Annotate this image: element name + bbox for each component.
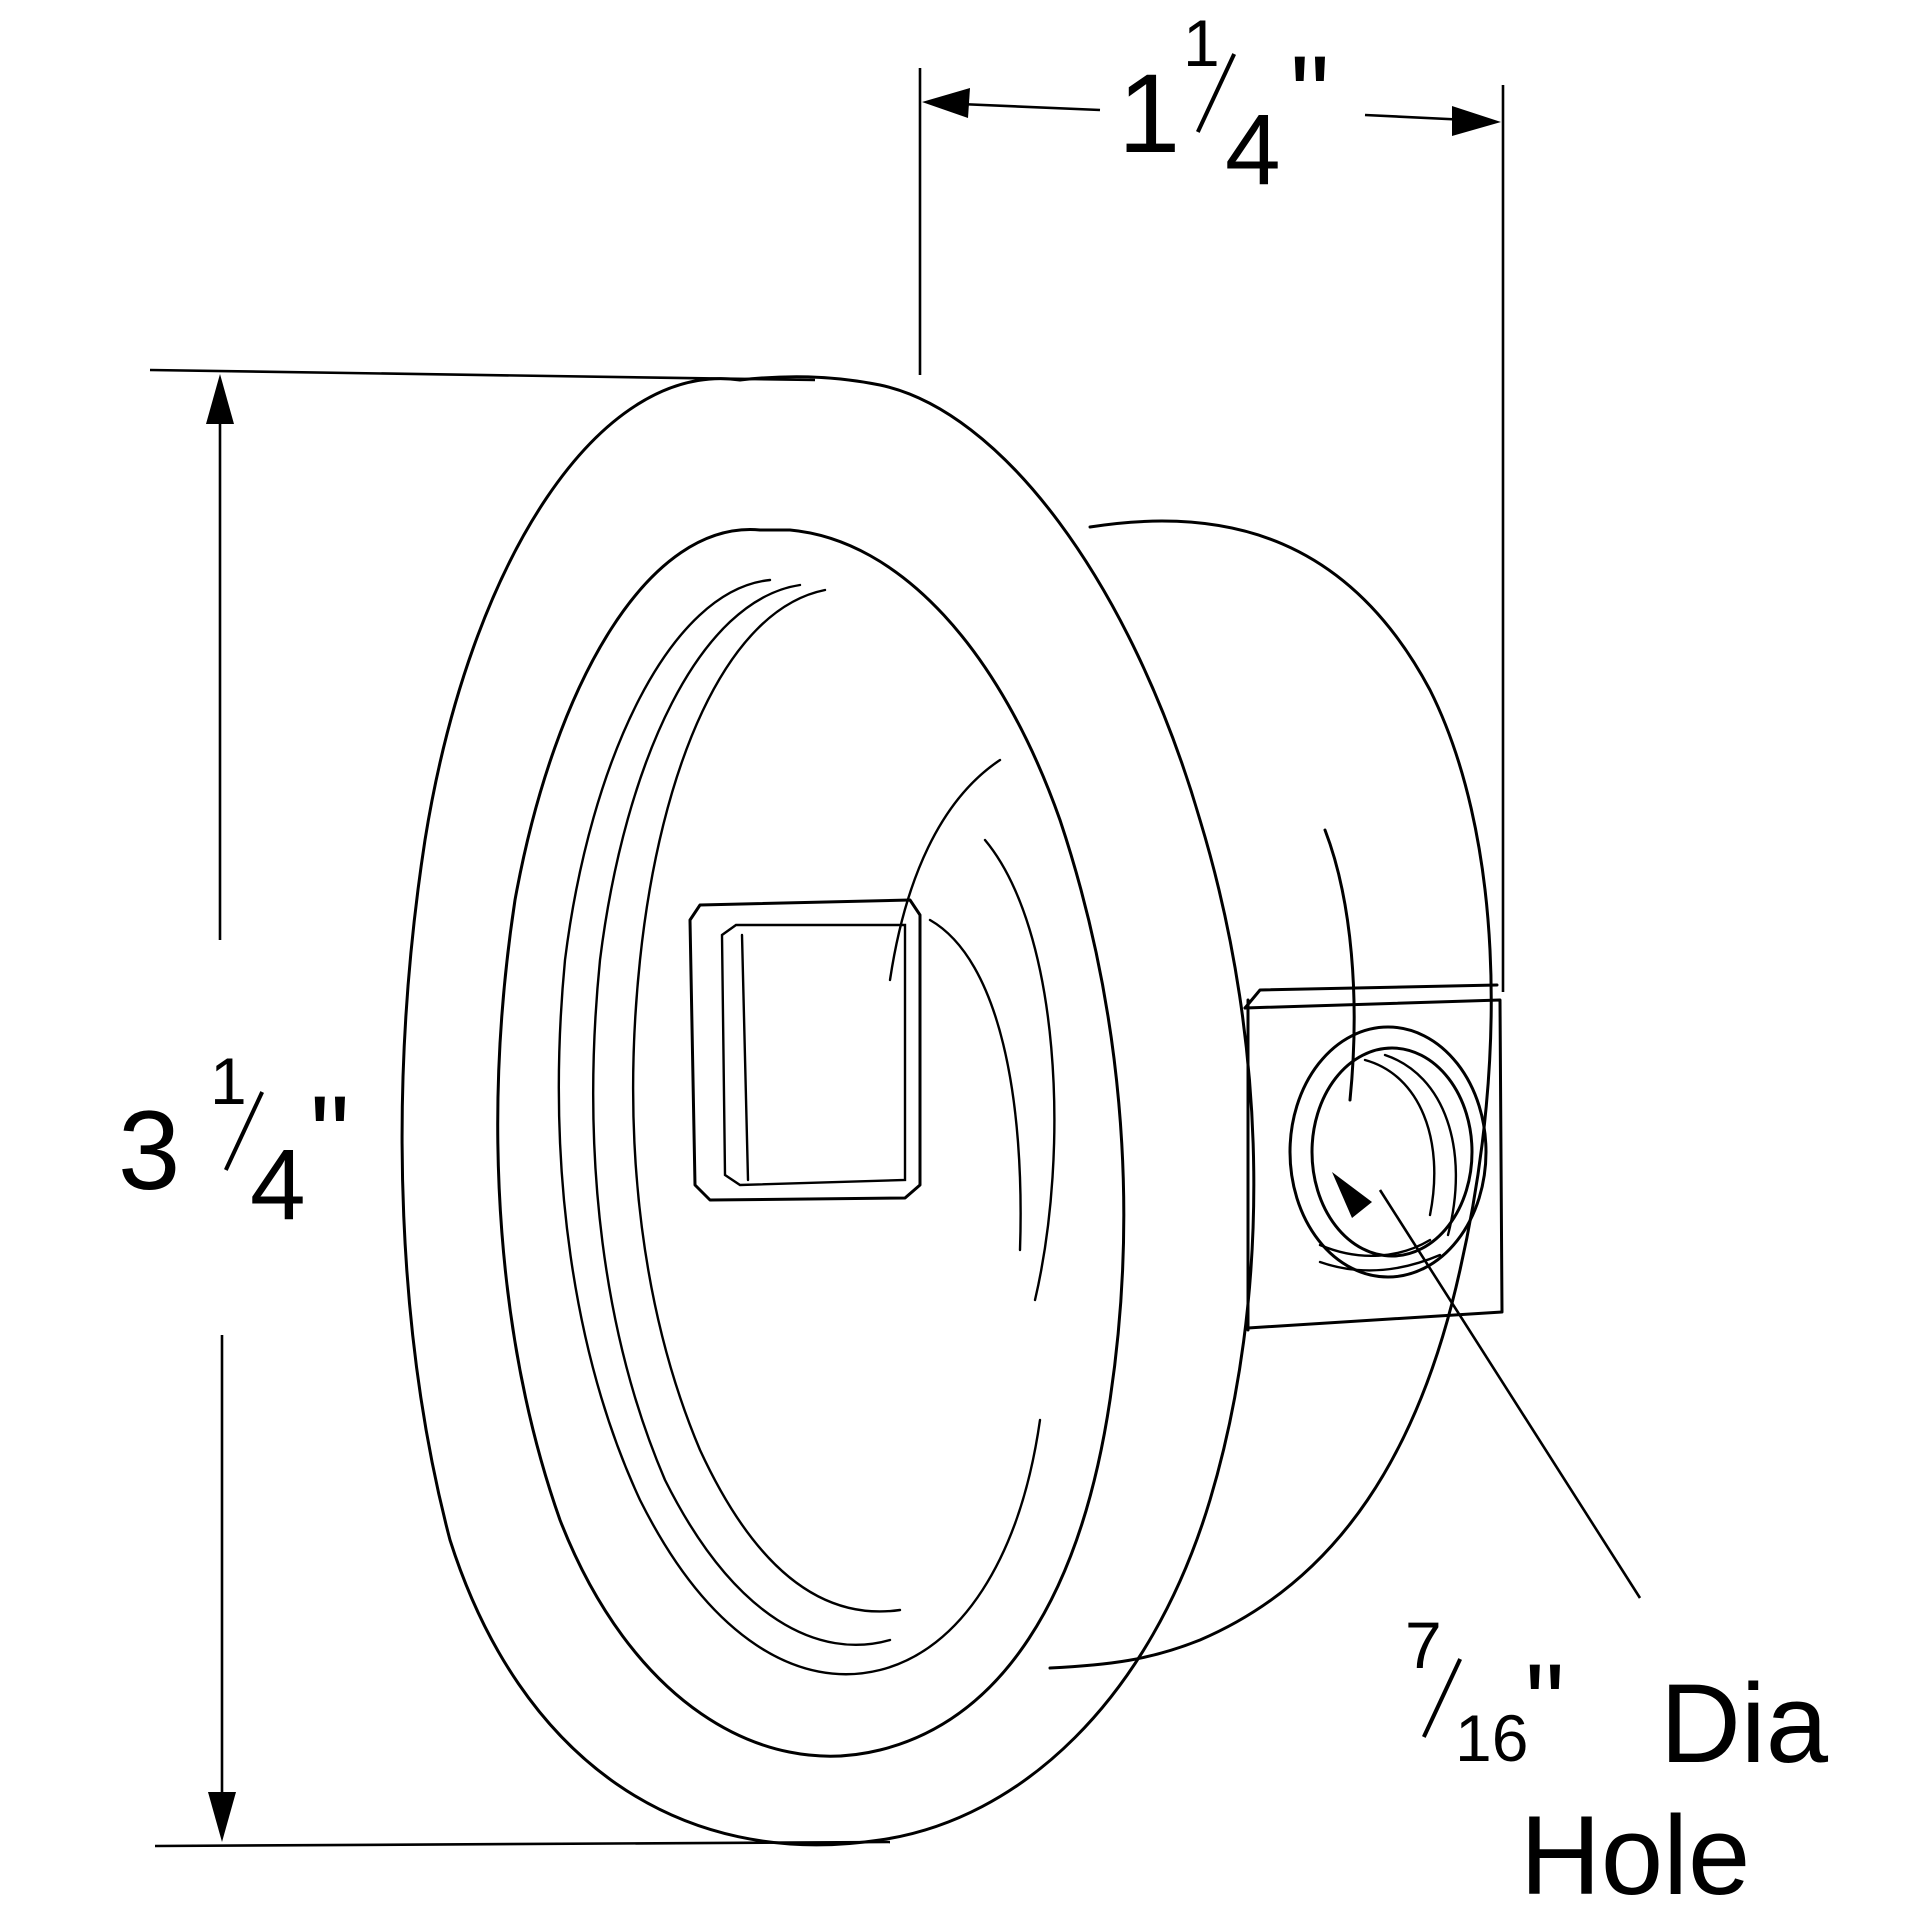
inner-tab-face	[720, 923, 907, 1187]
width-dim-line-right	[1364, 113, 1469, 122]
hole-inner	[1310, 1046, 1474, 1258]
hole-thread-3	[1318, 1238, 1432, 1258]
hole-numerator: 7	[1405, 1608, 1442, 1682]
hole-unit: "	[1525, 1641, 1565, 1766]
width-unit: "	[1290, 33, 1330, 158]
height-unit: "	[310, 1073, 350, 1198]
housing-outline	[1048, 519, 1493, 1670]
bore-ring-1	[557, 578, 1042, 1676]
width-dim-line-left	[959, 102, 1101, 112]
height-arrow-bottom	[208, 1792, 236, 1842]
width-denominator: 4	[1225, 94, 1281, 206]
hole-dia-text: Dia	[1660, 1661, 1829, 1786]
height-denominator: 4	[250, 1129, 306, 1241]
hole-leader-line	[1378, 1189, 1642, 1599]
flange-inner	[496, 528, 1126, 1758]
hole-hole-text: Hole	[1520, 1793, 1751, 1918]
width-arrow-right	[1452, 106, 1501, 136]
width-whole: 1	[1118, 51, 1181, 176]
housing-inner-edge	[1323, 828, 1356, 1102]
bore-ring-5	[983, 838, 1056, 1302]
height-extension-bottom	[154, 1840, 891, 1848]
bore-ring-3	[631, 588, 902, 1613]
inner-tab	[688, 898, 922, 1202]
height-arrow-top	[206, 374, 234, 424]
bore-ring-4	[928, 918, 1022, 1252]
hole-thread-4	[1318, 1253, 1442, 1272]
boss-block	[1243, 998, 1504, 1330]
hole-thread-2	[1383, 1053, 1458, 1237]
bore-ring-2	[592, 583, 892, 1647]
width-arrow-left	[922, 88, 970, 118]
inner-tab-edge	[740, 933, 750, 1182]
hole-denominator: 16	[1455, 1701, 1529, 1775]
width-numerator: 1	[1183, 6, 1220, 80]
bore-back-1	[888, 758, 1002, 982]
height-numerator: 1	[210, 1044, 247, 1118]
hole-thread-1	[1363, 1058, 1436, 1217]
hole-outer	[1288, 1025, 1488, 1279]
height-extension-top	[149, 368, 816, 382]
height-whole: 3	[118, 1088, 181, 1213]
hole-leader-arrow	[1332, 1172, 1372, 1218]
flange-outer	[400, 375, 1256, 1847]
boss-top-face	[1243, 983, 1499, 1010]
